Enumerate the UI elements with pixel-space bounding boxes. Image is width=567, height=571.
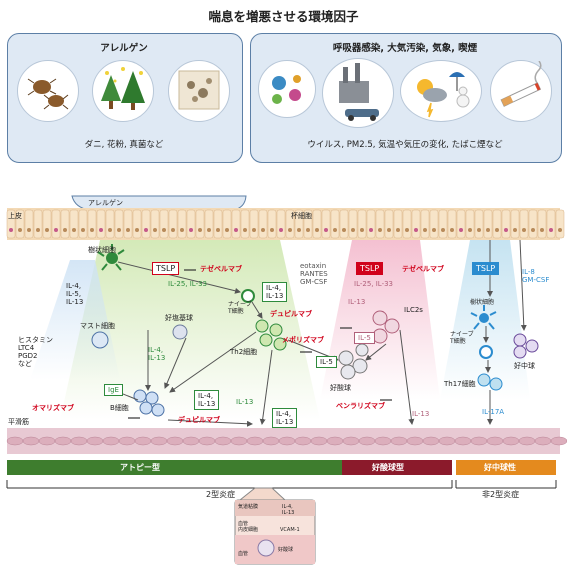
allergen-panel-caption: ダニ, 花粉, 真菌など [84, 140, 164, 150]
allergen-panel-title: アレルゲン [100, 43, 148, 54]
environment-panel-title: 呼吸器感染, 大気汚染, 気象, 喫煙 [332, 43, 478, 54]
cigarette-illustration [490, 60, 552, 122]
factory-car-illustration [322, 58, 394, 128]
basophil [172, 324, 188, 340]
diagram-title: 喘息を増悪させる環境因子 [208, 9, 359, 24]
il-4-5-13-label: IL-4, IL-5, IL-13 [66, 282, 84, 307]
inset-vessel-label: 血管 [238, 551, 249, 557]
tslp-box-a: TSLP [152, 262, 180, 275]
il-17a-label: IL-17A [482, 408, 505, 416]
environment-panel-caption: ウイルス, PM2.5, 気温や気圧の変化, たばこ煙など [307, 140, 503, 150]
neutrophils [513, 333, 539, 359]
neutrophil-label: 好中球 [514, 362, 535, 370]
mold-illustration [168, 60, 230, 122]
mast-cell [91, 331, 109, 349]
benralizumab-label: ベンラリズマブ [336, 402, 385, 410]
eosinophil-label: 好酸球 [330, 384, 351, 392]
il-13-label-a: IL-13 [236, 398, 254, 406]
inset-il-label: IL-4, IL-13 [282, 504, 295, 516]
neutrophilic-type-label: 好中球性 [484, 463, 516, 472]
naive-t-cell-a [241, 289, 255, 303]
tezepelumab-label-b: テゼペルマブ [402, 265, 444, 273]
tslp-box-c: TSLP [472, 262, 500, 275]
non-type2-inflammation-label: 非2型炎症 [482, 490, 520, 499]
weather-illustration [400, 60, 482, 122]
inset-eos-label: 好酸球 [278, 547, 294, 553]
epithelium-label: 上皮 [8, 212, 22, 220]
ige-box: IgE [104, 384, 123, 397]
inset-mucus-label: 気道粘膜 [238, 504, 259, 510]
basophil-label: 好塩基球 [165, 314, 193, 322]
virus-illustration [258, 60, 316, 118]
omalizumab-label: オマリズマブ [32, 404, 74, 412]
th2-cells [255, 319, 287, 351]
eosinophilic-type-label: 好酸球型 [372, 463, 404, 472]
allergen-tag: アレルゲン [88, 199, 123, 207]
il-4-13-box-b: IL-4, IL-13 [194, 390, 220, 411]
dupilumab-label-a: デュピルマブ [270, 310, 312, 318]
mediators-label: ヒスタミン LTC4 PGD2 など [18, 336, 53, 369]
dendritic-cell-label-b: 樹状細胞 [470, 299, 495, 306]
inset-vcam-label: VCAM-1 [280, 527, 300, 533]
th17-cells [477, 373, 503, 391]
dendritic-cell-a [97, 244, 125, 271]
inset-endo-label: 血管 内皮細胞 [238, 521, 259, 533]
dupilumab-label-b: デュピルマブ [178, 416, 220, 424]
tezepelumab-label-a: テゼペルマブ [200, 265, 242, 273]
epithelium-layer [6, 208, 565, 240]
tslp-box-b: TSLP [356, 262, 384, 275]
dendritic-cell-label: 樹状細胞 [88, 246, 116, 254]
th2-label: Th2細胞 [230, 348, 258, 356]
pollen-tree-illustration [92, 60, 154, 122]
mast-cell-label: マスト細胞 [80, 322, 115, 330]
smooth-muscle-label: 平滑筋 [8, 418, 29, 426]
il-25-33-label: IL-25, IL-33 [168, 280, 207, 288]
dendritic-cell-b [470, 305, 497, 330]
b-cell-label: B細胞 [110, 404, 129, 412]
smooth-muscle-layer [6, 428, 567, 454]
il-4-13-box-a: IL-4, IL-13 [262, 282, 288, 303]
il-4-13-box-c: IL-4, IL-13 [272, 408, 298, 429]
ilc2-cells [372, 310, 400, 344]
il-5-box-b: IL-5 [354, 332, 375, 345]
il-5-box-a: IL-5 [316, 356, 337, 369]
mite-illustration [17, 60, 79, 122]
atopic-type-label: アトピー型 [120, 463, 160, 472]
goblet-cell-label: 杯細胞 [291, 212, 312, 220]
th17-label: Th17細胞 [444, 380, 476, 388]
il8-gmcsf-label: IL-8 GM-CSF [522, 268, 550, 285]
naive-t-cell-b [479, 345, 493, 359]
b-cells [133, 389, 165, 417]
il-13-label-b: IL-13 [348, 298, 366, 306]
il-25-33-label-b: IL-25, IL-33 [354, 280, 393, 288]
ilc2-label: ILC2s [404, 306, 423, 314]
naive-t-label-b: ナイーブ T細胞 [450, 331, 474, 345]
type2-inflammation-label: 2型炎症 [206, 490, 236, 499]
naive-t-label: ナイーブ T細胞 [228, 301, 252, 315]
il-13-label-c: IL-13 [412, 410, 430, 418]
chemokines-label: eotaxin RANTES GM-CSF [300, 262, 328, 287]
il-4-13-green-label: IL-4, IL-13 [148, 346, 166, 363]
mepolizumab-label: メポリズマブ [282, 336, 324, 344]
